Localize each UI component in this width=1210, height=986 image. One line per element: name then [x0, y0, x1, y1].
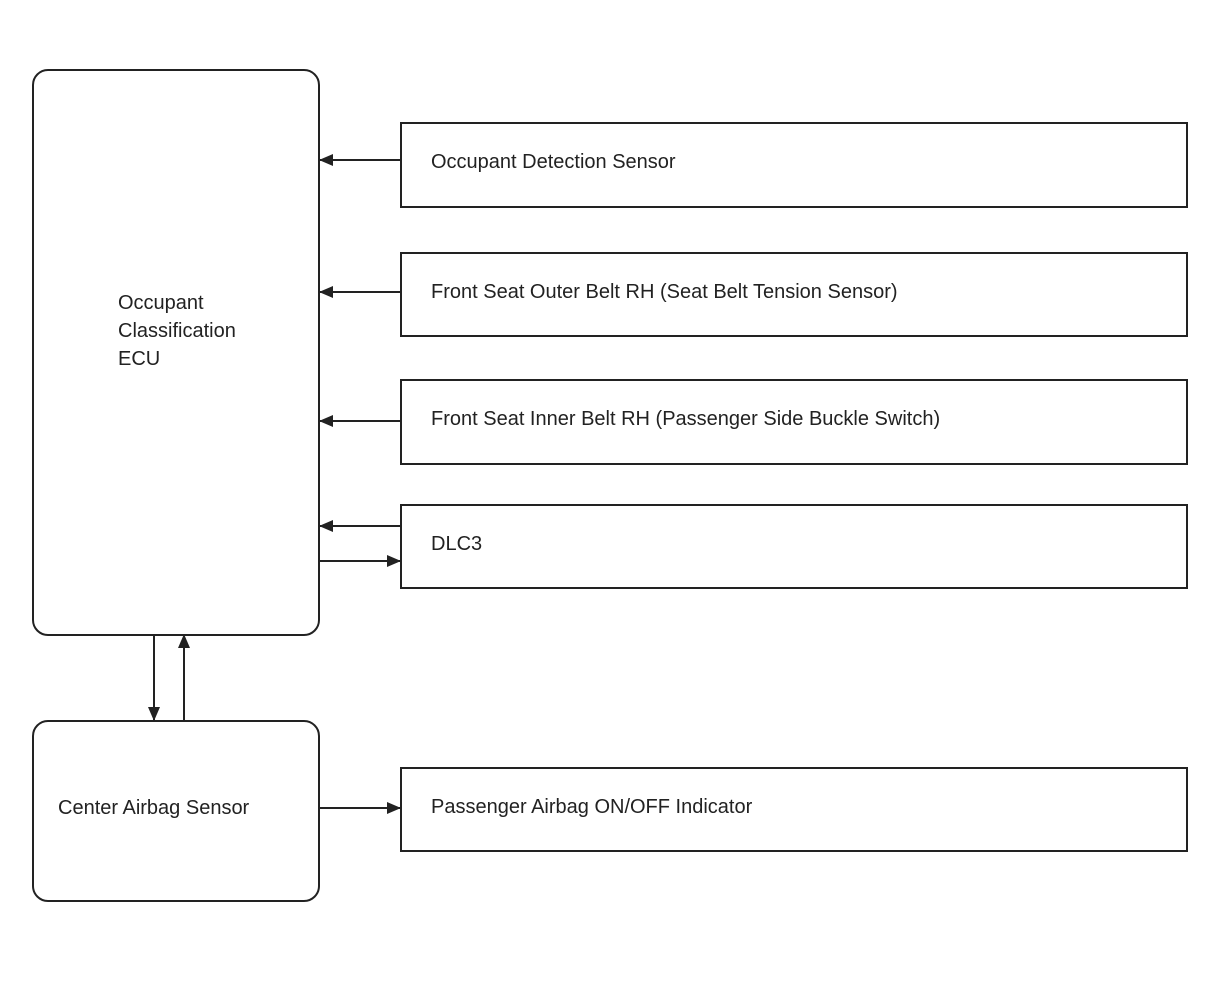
ecu-label-line-1: Occupant [118, 292, 204, 314]
ecu-label-line-2: Classification [118, 320, 236, 342]
passenger-airbag-indicator-label: Passenger Airbag ON/OFF Indicator [431, 796, 753, 818]
front-seat-outer-belt-label: Front Seat Outer Belt RH (Seat Belt Tens… [431, 281, 898, 303]
passenger-airbag-indicator-block: Passenger Airbag ON/OFF Indicator [400, 767, 1188, 852]
center-airbag-sensor-block: Center Airbag Sensor [32, 720, 320, 902]
front-seat-inner-belt-block: Front Seat Inner Belt RH (Passenger Side… [400, 379, 1188, 465]
occupant-detection-sensor-label: Occupant Detection Sensor [431, 151, 676, 173]
ecu-label-line-3: ECU [118, 348, 161, 370]
front-seat-inner-belt-label: Front Seat Inner Belt RH (Passenger Side… [431, 408, 941, 430]
dlc3-label: DLC3 [431, 533, 483, 555]
center-airbag-sensor-label: Center Airbag Sensor [58, 797, 250, 819]
occupant-detection-sensor-block: Occupant Detection Sensor [400, 122, 1188, 208]
dlc3-block: DLC3 [400, 504, 1188, 589]
front-seat-outer-belt-block: Front Seat Outer Belt RH (Seat Belt Tens… [400, 252, 1188, 337]
ecu-label: Occupant Classification ECU [118, 289, 236, 373]
occupant-classification-ecu-block: Occupant Classification ECU [32, 69, 320, 636]
